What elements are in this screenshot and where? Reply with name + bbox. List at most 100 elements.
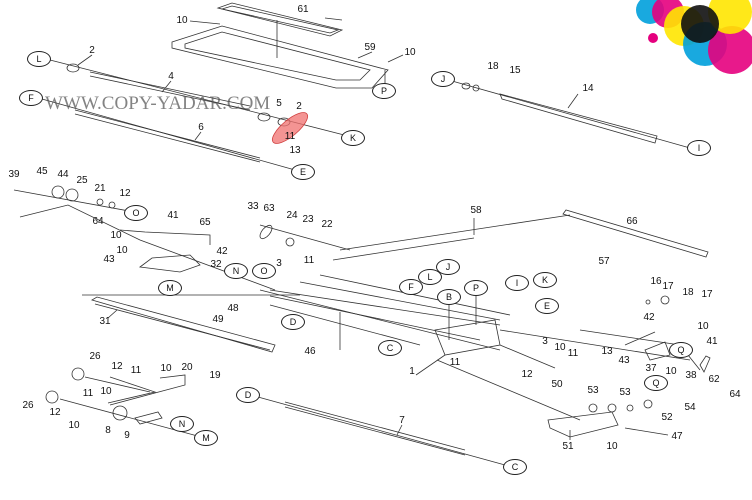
part-number-callout: 23 [302,214,314,225]
part-number-callout: 12 [521,369,533,380]
part-number-callout: 22 [321,219,333,230]
part-number-callout: 8 [105,425,111,436]
part-number-callout: 45 [36,166,48,177]
part-number-callout: 41 [706,336,718,347]
reference-letter-circle: F [399,279,423,295]
reference-letter-circle: O [252,263,276,279]
reference-letter-circle: L [27,51,51,67]
part-number-callout: 64 [729,389,741,400]
part-number-callout: 12 [111,361,123,372]
bracket-51 [436,359,669,440]
part-number-callout: 38 [685,370,697,381]
part-number-callout: 10 [665,366,677,377]
reference-letter-circle: K [341,130,365,146]
part-number-callout: 42 [643,312,655,323]
part-number-callout: 11 [82,388,94,399]
reference-letter-circle: P [464,280,488,296]
reference-letter-circle: E [291,164,315,180]
part-number-callout: 21 [94,183,106,194]
reference-letter-circle: Q [644,375,668,391]
part-number-callout: 62 [708,374,720,385]
part-number-callout: 11 [449,357,461,368]
part-number-callout: 46 [304,346,316,357]
reference-letter-circle: I [505,275,529,291]
part-number-callout: 50 [551,379,563,390]
part-number-callout: 11 [567,348,579,359]
part-number-callout: 12 [119,188,131,199]
part-number-callout: 11 [284,131,296,142]
part-number-callout: 26 [89,351,101,362]
part-number-callout: 41 [167,210,179,221]
part-number-callout: 25 [76,175,88,186]
shaft-7 [257,396,506,466]
part-number-callout: 53 [587,385,599,396]
reference-letter-circle: Q [669,342,693,358]
part-number-callout: 61 [297,4,309,15]
reference-letter-circle: J [431,71,455,87]
part-number-callout: 11 [130,365,142,376]
part-number-callout: 26 [22,400,34,411]
part-number-callout: 17 [701,289,713,300]
reference-letter-circle: D [281,314,305,330]
part-number-callout: 66 [626,216,638,227]
part-number-callout: 51 [562,441,574,452]
part-number-callout: 37 [645,363,657,374]
part-number-callout: 20 [181,362,193,373]
part-number-callout: 10 [176,15,188,26]
reference-letter-circle: D [236,387,260,403]
reference-letter-circle: B [437,289,461,305]
part-number-callout: 53 [619,387,631,398]
part-number-callout: 16 [650,276,662,287]
shaft-6 [41,98,296,171]
part-number-callout: 47 [671,431,683,442]
part-number-callout: 7 [399,415,405,426]
reference-letter-circle: M [158,280,182,296]
part-number-callout: 10 [110,230,122,241]
part-number-callout: 3 [276,258,282,269]
reference-letter-circle: F [19,90,43,106]
part-number-callout: 43 [618,355,630,366]
part-number-callout: 13 [289,145,301,156]
reference-letter-circle: C [503,459,527,475]
reference-letter-circle: I [687,140,711,156]
part-number-callout: 18 [487,61,499,72]
reference-letter-circle: E [535,298,559,314]
rail-31 [91,296,276,353]
part-number-callout: 48 [227,303,239,314]
reference-letter-circle: N [224,263,248,279]
part-number-callout: 57 [598,256,610,267]
part-number-callout: 2 [296,101,302,112]
part-number-callout: 1 [409,366,415,377]
part-number-callout: 19 [209,370,221,381]
part-number-callout: 12 [49,407,61,418]
part-number-callout: 33 [247,201,259,212]
reference-letter-circle: C [378,340,402,356]
part-number-callout: 31 [99,316,111,327]
part-number-callout: 14 [582,83,594,94]
part-number-callout: 10 [160,363,172,374]
part-number-callout: 64 [92,216,104,227]
part-number-callout: 10 [116,245,128,256]
part-number-callout: 10 [404,47,416,58]
reference-letter-circle: O [124,205,148,221]
part-number-callout: 2 [89,45,95,56]
part-number-callout: 42 [216,246,228,257]
reference-letter-circle: N [170,416,194,432]
lower-drive-group [45,367,206,439]
part-number-callout: 6 [198,122,204,133]
right-bracket-group [579,295,711,373]
reference-letter-circle: L [418,269,442,285]
reference-letter-circle: K [533,272,557,288]
part-number-callout: 17 [662,281,674,292]
logo-icon [636,0,752,74]
part-number-callout: 13 [601,346,613,357]
part-number-callout: 4 [168,71,174,82]
part-number-callout: 54 [684,402,696,413]
shaft-14 [451,80,691,149]
part-number-callout: 3 [542,336,548,347]
part-number-callout: 18 [682,287,694,298]
main-carriage [82,214,691,376]
reference-letter-circle: J [436,259,460,275]
